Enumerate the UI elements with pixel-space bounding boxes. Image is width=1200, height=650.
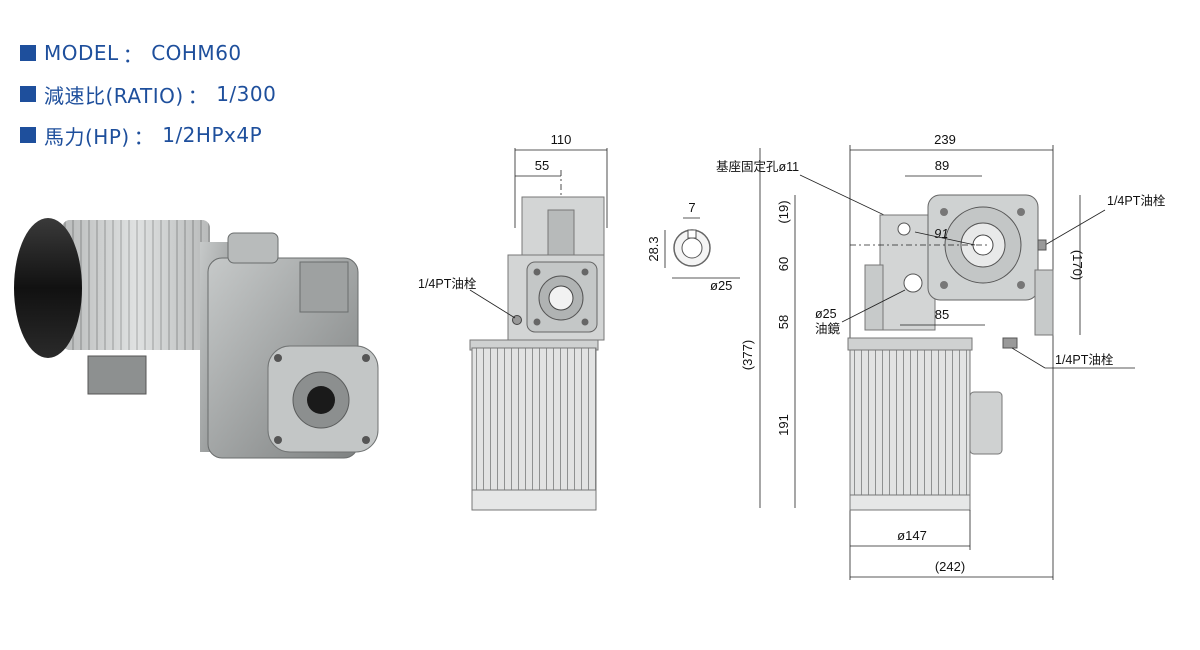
leader-line <box>1044 209 1106 246</box>
oil-window-dia: ø25 <box>815 307 837 321</box>
shaft-section: 7 28.3 ø25 <box>646 200 740 293</box>
ratio-label: 減速比(RATIO) <box>44 83 184 108</box>
spec-model: MODEL ： COHM60 <box>20 38 276 68</box>
leader-line <box>1011 347 1046 369</box>
flange-bolt-icon <box>274 354 282 362</box>
hp-label: 馬力(HP) <box>44 124 130 149</box>
oil-window-icon <box>903 273 923 293</box>
dim-7: 7 <box>688 200 695 215</box>
side-flange-left <box>864 264 884 331</box>
terminal-box <box>227 232 279 264</box>
output-shaft-bore <box>307 386 335 414</box>
motor-fins <box>62 220 210 350</box>
side-flange-right <box>1034 269 1054 336</box>
spec-block: MODEL ： COHM60 減速比(RATIO) ： 1/300 馬力(HP)… <box>20 38 276 161</box>
bolt-icon <box>533 268 541 276</box>
dim-170: (170) <box>1070 250 1085 280</box>
ratio-value: 1/300 <box>216 82 277 106</box>
dim-line-91 <box>914 231 976 246</box>
oil-plug-bottom-label: 1/4PT油栓 <box>1055 352 1114 367</box>
side-motor-body <box>849 349 971 501</box>
dim-58: 58 <box>776 315 791 329</box>
mount-hole-label: 基座固定孔ø11 <box>716 159 799 174</box>
separator: ： <box>122 42 144 67</box>
dim-28-3: 28.3 <box>646 236 661 261</box>
dim-55: 55 <box>535 158 549 173</box>
dim-85: 85 <box>935 307 949 322</box>
dim-19: (19) <box>776 200 791 223</box>
dim-89: 89 <box>935 158 949 173</box>
oil-plug-bottom-icon <box>1002 337 1018 349</box>
bullet-square-icon <box>20 127 36 143</box>
mount-hole-icon <box>897 222 911 236</box>
front-view: 110 55 15 1/4PT油栓 <box>418 132 608 511</box>
bolt-icon <box>581 318 589 326</box>
oil-plug-top-label: 1/4PT油栓 <box>1107 193 1166 208</box>
front-bore <box>548 285 574 311</box>
bolt-icon <box>581 268 589 276</box>
leader-line <box>841 289 906 323</box>
bolt-icon <box>533 318 541 326</box>
leader-line <box>469 289 516 319</box>
side-motor-end <box>849 494 971 511</box>
motor-photo <box>14 218 379 459</box>
bullet-square-icon <box>20 86 36 102</box>
dim-191: 191 <box>776 414 791 436</box>
bullet-square-icon <box>20 45 36 61</box>
separator: ： <box>133 124 155 149</box>
terminal-box-base <box>87 355 147 395</box>
bolt-icon <box>940 281 948 289</box>
hp-value: 1/2HPx4P <box>162 123 263 147</box>
flange-bolt-icon <box>362 354 370 362</box>
spec-ratio: 減速比(RATIO) ： 1/300 <box>20 79 276 109</box>
bolt-icon <box>1017 281 1025 289</box>
motor-end <box>471 489 597 511</box>
model-value: COHM60 <box>151 41 242 65</box>
flange-bolt-icon <box>362 436 370 444</box>
separator: ： <box>187 83 209 108</box>
shaft-boss <box>547 209 575 259</box>
oil-plug-label: 1/4PT油栓 <box>418 276 477 291</box>
side-view: 239 89 基座固定孔ø11 1/4PT油栓 91 (170) (19) 60… <box>716 132 1166 580</box>
oil-plug-top-icon <box>1037 239 1047 251</box>
shaft-bore <box>681 237 703 259</box>
dim-147: ø147 <box>897 528 927 543</box>
motor-end-cap <box>14 218 82 358</box>
bolt-icon <box>1017 208 1025 216</box>
dim-110: 110 <box>551 132 572 147</box>
dim-242: (242) <box>935 559 965 574</box>
bolt-icon <box>940 208 948 216</box>
keyway <box>687 229 697 239</box>
oil-window-label: 油鏡 <box>815 321 841 336</box>
spec-hp: 馬力(HP) ： 1/2HPx4P <box>20 120 276 150</box>
dim-377: (377) <box>740 340 755 370</box>
dim-239: 239 <box>934 132 956 147</box>
mount-block <box>299 261 349 313</box>
dim-60: 60 <box>776 257 791 271</box>
motor-body-front <box>471 347 597 504</box>
side-terminal-box <box>969 391 1003 455</box>
dim-dia-25: ø25 <box>710 278 732 293</box>
model-label: MODEL <box>44 41 119 65</box>
flange-bolt-icon <box>274 436 282 444</box>
side-motor-flange <box>847 337 973 351</box>
